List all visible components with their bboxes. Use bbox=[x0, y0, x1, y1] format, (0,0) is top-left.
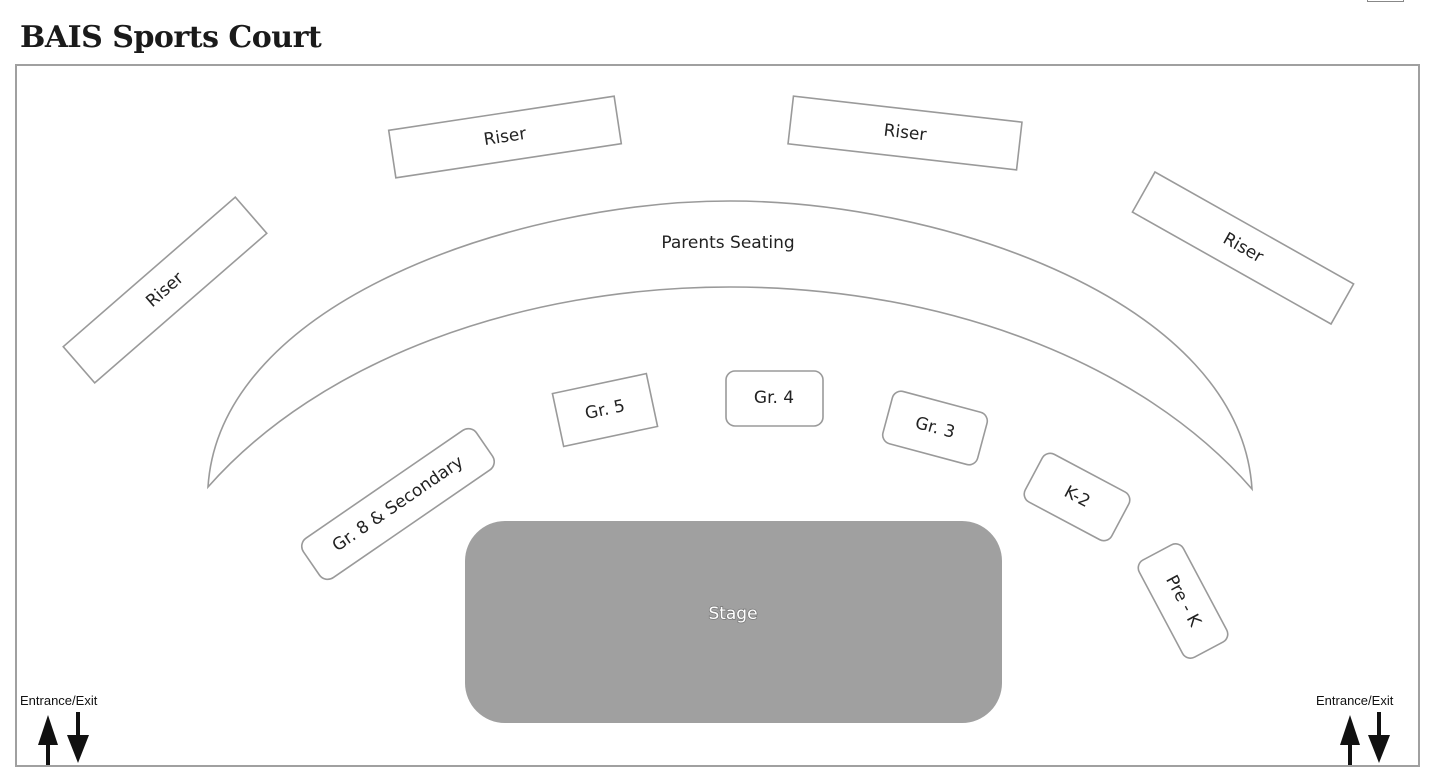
gr5-area: Gr. 5 bbox=[551, 372, 659, 448]
court-boundary bbox=[15, 64, 1420, 767]
gr4-label: Gr. 4 bbox=[754, 388, 794, 408]
parents-seating-label: Parents Seating bbox=[661, 233, 794, 253]
window-corner-control bbox=[1367, 0, 1404, 2]
arrow-up-icon bbox=[1340, 715, 1360, 765]
exit-label: Entrance/Exit bbox=[1316, 693, 1394, 708]
prek-area: Pre - K bbox=[1137, 543, 1229, 659]
parents-seating: Parents Seating bbox=[207, 200, 1253, 492]
exit-label: Entrance/Exit bbox=[20, 693, 98, 708]
k2-area: K-2 bbox=[1023, 452, 1131, 542]
riser-right: Riser bbox=[1131, 170, 1355, 326]
riser-left: Riser bbox=[62, 195, 268, 385]
gr4-area: Gr. 4 bbox=[725, 370, 824, 427]
stage-label: Stage bbox=[708, 604, 757, 624]
arrow-down-icon bbox=[1368, 712, 1390, 763]
riser-center-right: Riser bbox=[787, 95, 1023, 171]
exit-left: Entrance/Exit bbox=[20, 693, 98, 765]
arrow-down-icon bbox=[67, 712, 89, 763]
riser-center-left: Riser bbox=[387, 95, 623, 179]
riser-label: Riser bbox=[883, 121, 928, 146]
arrow-up-icon bbox=[38, 715, 58, 765]
page-title: BAIS Sports Court bbox=[20, 20, 322, 55]
exit-right: Entrance/Exit bbox=[1316, 693, 1394, 765]
gr3-area: Gr. 3 bbox=[881, 390, 989, 466]
gr8-secondary-label: Gr. 8 & Secondary bbox=[329, 452, 468, 556]
stage: Stage bbox=[465, 521, 1002, 723]
